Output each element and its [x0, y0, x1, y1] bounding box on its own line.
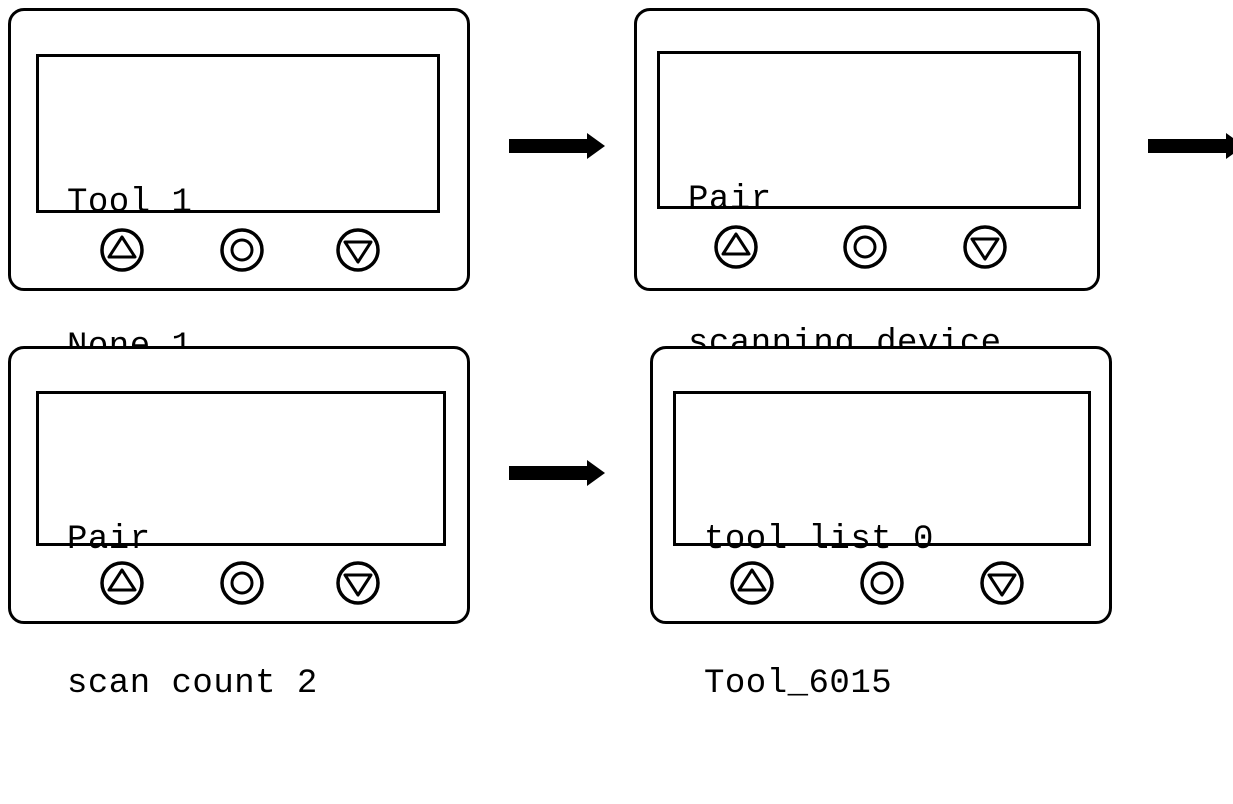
device-panel-2: Pair scanning device — [634, 8, 1100, 363]
flow-arrow-2 — [1148, 133, 1233, 159]
lcd-line-1: Tool 1 — [67, 184, 193, 222]
flow-arrow-1 — [509, 133, 605, 159]
lcd-line-2: Tool_6015 — [704, 665, 893, 703]
right-arrow-icon — [1148, 133, 1233, 159]
lcd-line-2: scan count 2 — [67, 665, 318, 703]
down-button[interactable] — [961, 223, 1009, 271]
ok-button[interactable] — [858, 559, 906, 607]
up-button[interactable] — [712, 223, 760, 271]
circle-icon — [220, 228, 264, 272]
up-button[interactable] — [98, 559, 146, 607]
up-triangle-icon — [714, 225, 758, 269]
ok-button[interactable] — [218, 559, 266, 607]
lcd-line-1: Pair — [67, 521, 151, 559]
lcd-screen: Pair scanning device — [657, 51, 1081, 363]
device-panel-1: Tool 1 None 1 — [8, 8, 470, 366]
up-button[interactable] — [728, 559, 776, 607]
circle-icon — [220, 561, 264, 605]
up-triangle-icon — [100, 561, 144, 605]
up-triangle-icon — [730, 561, 774, 605]
down-button[interactable] — [334, 226, 382, 274]
lcd-screen: tool list 0 Tool_6015 — [673, 391, 1091, 703]
device-panel-4: tool list 0 Tool_6015 — [650, 346, 1112, 703]
lcd-screen: Pair scan count 2 — [36, 391, 446, 703]
lcd-screen: Tool 1 None 1 — [36, 54, 440, 366]
down-triangle-icon — [963, 225, 1007, 269]
down-button[interactable] — [978, 559, 1026, 607]
circle-icon — [860, 561, 904, 605]
right-arrow-icon — [509, 133, 605, 159]
ok-button[interactable] — [841, 223, 889, 271]
down-triangle-icon — [336, 228, 380, 272]
circle-icon — [843, 225, 887, 269]
up-triangle-icon — [100, 228, 144, 272]
ok-button[interactable] — [218, 226, 266, 274]
flow-arrow-3 — [509, 460, 605, 486]
down-triangle-icon — [336, 561, 380, 605]
right-arrow-icon — [509, 460, 605, 486]
lcd-line-1: Pair — [688, 181, 772, 219]
lcd-line-1: tool list 0 — [704, 521, 934, 559]
up-button[interactable] — [98, 226, 146, 274]
device-panel-3: Pair scan count 2 — [8, 346, 470, 703]
down-button[interactable] — [334, 559, 382, 607]
down-triangle-icon — [980, 561, 1024, 605]
